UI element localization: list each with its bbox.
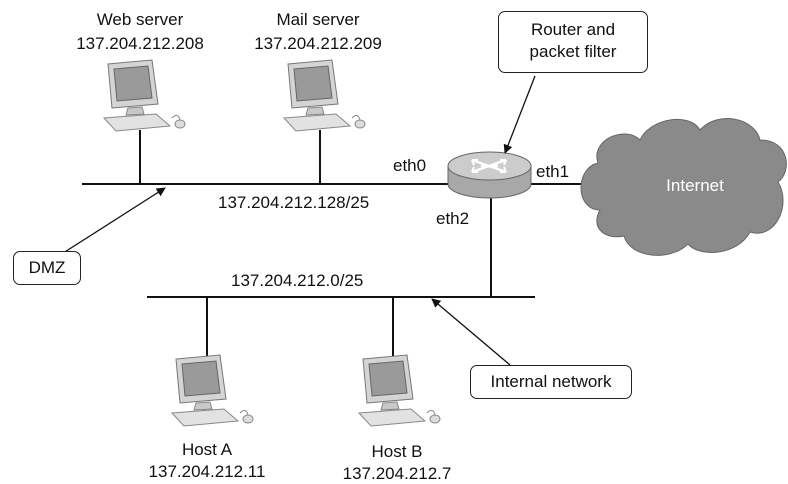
dmz-callout-label: DMZ	[28, 258, 66, 277]
host-a-computer-icon	[171, 354, 254, 427]
host-b-name: Host B	[371, 442, 423, 461]
iface-eth1-label: eth1	[536, 162, 570, 181]
internal-network-callout-box: Internal network	[470, 365, 632, 399]
internal-network-callout-label: Internal network	[490, 372, 612, 391]
dmz-callout-box: DMZ	[13, 251, 81, 285]
dmz-callout-arrow	[59, 187, 166, 256]
internal-subnet-label: 137.204.212.0/25	[231, 271, 364, 290]
mail-server-name: Mail server	[276, 10, 360, 29]
host-b-ip: 137.204.212.7	[342, 464, 452, 483]
mail-server-ip: 137.204.212.209	[254, 34, 382, 53]
router-callout-arrow	[503, 75, 536, 154]
iface-eth0-label: eth0	[393, 156, 427, 175]
internet-label: Internet	[666, 176, 724, 195]
router-icon	[447, 151, 532, 199]
mail-server-computer-icon	[283, 59, 366, 132]
iface-eth2-label: eth2	[436, 209, 470, 228]
dmz-subnet-label: 137.204.212.128/25	[218, 193, 370, 212]
host-a-name: Host A	[181, 440, 233, 459]
host-a-ip: 137.204.212.11	[148, 462, 266, 481]
internal-callout-arrow	[431, 298, 511, 366]
web-server-ip: 137.204.212.208	[76, 34, 204, 53]
router-callout-box: Router and packet filter	[498, 11, 648, 73]
host-b-computer-icon	[358, 354, 441, 427]
web-server-computer-icon	[103, 59, 186, 132]
web-server-name: Web server	[96, 10, 184, 29]
router-callout-line1: Router and	[530, 20, 616, 39]
router-callout-line2: packet filter	[529, 42, 617, 61]
internet-cloud-icon	[580, 118, 787, 256]
